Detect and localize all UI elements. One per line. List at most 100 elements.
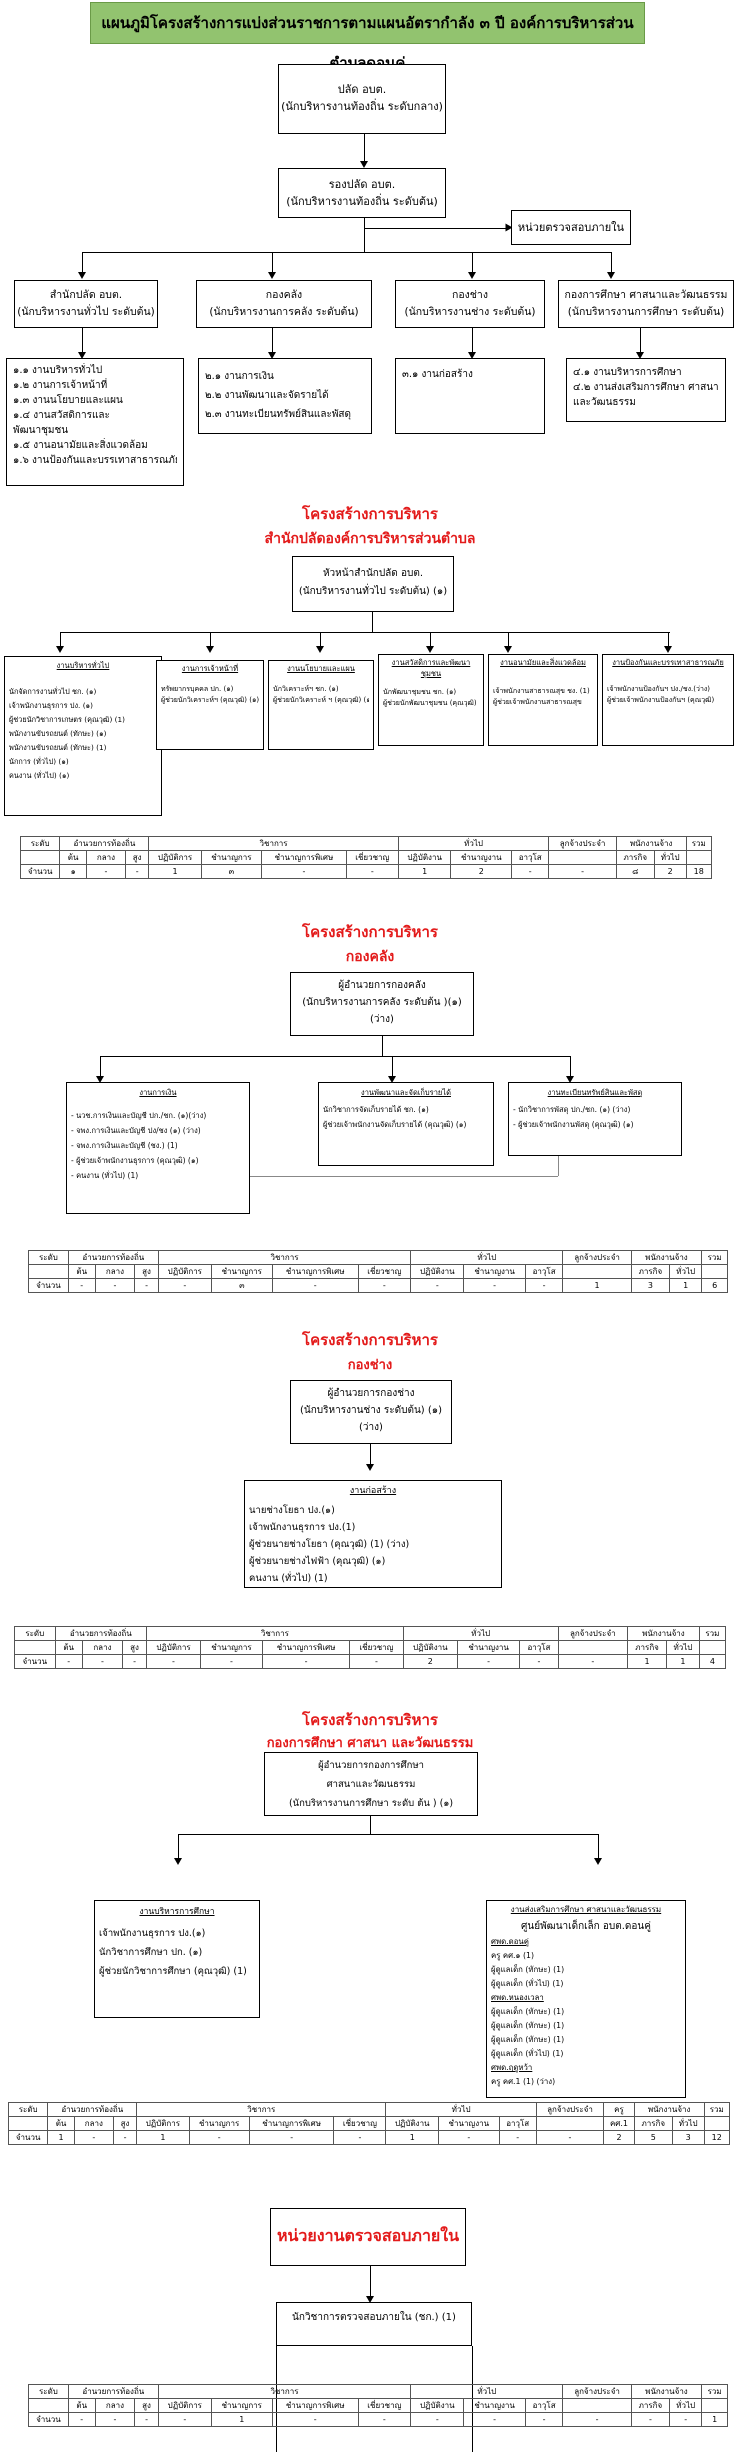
table-cell: ภารกิจ [615,850,655,865]
unit-heading: งานทะเบียนทรัพย์สินและพัสดุ [547,1088,643,1097]
table-cell: ชำนาญการพิเศษ [271,2398,359,2413]
table-cell: - [669,2412,703,2427]
unit-item: - ผู้ช่วยเจ้าพนักงานพัสดุ (คุณวุฒิ) (๑) [513,1120,634,1129]
table-header-cell: รวม [701,2384,728,2399]
table-cell: ชำนาญการพิเศษ [248,2116,335,2131]
sec3-head-line1: ผู้อำนวยการกองช่าง [327,1388,415,1399]
table-cell: จำนวน [14,1654,56,1669]
table-cell: เชี่ยวชาญ [357,2398,412,2413]
table-header-cell: ระดับ [7,2102,49,2117]
table-cell: อาวุโส [511,850,550,865]
unit-item: คนงาน (ทั่วไป) (๑) [9,771,70,780]
table-header-cell: วิชาการ [148,836,399,851]
unit-heading: งานป้องกันและบรรเทาสาธารณภัย [612,658,724,667]
list-item: ๑.๖ งานป้องกันและบรรเทาสาธารณภัย [13,455,177,466]
unit-item: ศพด.ดอนคู่ [491,1937,529,1946]
table-cell: ชำนาญงาน [450,850,513,865]
table-cell: สูง [122,1640,148,1655]
table-header-cell: พนักงานจ้าง [633,2102,705,2117]
table-cell: - [94,1278,136,1293]
table-header-row: ระดับอำนวยการท้องถิ่นวิชาการทั่วไปลูกจ้า… [19,836,713,851]
table-cell: - [157,1278,212,1293]
deputy-line1: รองปลัด อบต. [328,178,396,191]
table-cell: ๓ [210,1278,273,1293]
table-cell: - [261,864,347,879]
box-deputy: รองปลัด อบต. (นักบริหารงานท้องถิ่น ระดับ… [278,168,446,218]
box-dept-education: กองการศึกษา ศาสนาและวัฒนธรรม (นักบริหารง… [558,280,734,328]
table-cell: กลาง [85,850,127,865]
sec3-head-box: ผู้อำนวยการกองช่าง (นักบริหารงานช่าง ระด… [290,1380,452,1444]
unit-item: เจ้าพนักงานธุรการ ปง.(1) [249,1522,356,1533]
box-dept-finance: กองคลัง (นักบริหารงานการคลัง ระดับต้น) [196,280,372,328]
table-cell: ต้น [67,2398,96,2413]
unit-item: ผู้ช่วยนักวิชาการศึกษา (คุณวุฒิ) (1) [99,1966,247,1977]
table-cell: จำนวน [28,2412,69,2427]
table-header-cell: ครู [603,2102,635,2117]
table-header-row: ระดับอำนวยการท้องถิ่นวิชาการทั่วไปลูกจ้า… [14,1626,727,1641]
unit-item: นักวิชาการศึกษา ปก. (๑) [99,1947,203,1958]
table-header-cell: อำนวยการท้องถิ่น [47,2102,138,2117]
table-cell: ชำนาญการ [210,2398,273,2413]
chief-line1: ปลัด อบต. [337,83,387,96]
sec3-title: โครงสร้างการบริหาร [302,1331,438,1349]
table-cell: 1 [626,1654,668,1669]
table-cell: - [557,1654,628,1669]
unit-item: ผู้ช่วยนายช่างโยธา (คุณวุฒิ) (1) (ว่าง) [249,1539,410,1550]
table-cell: - [134,2412,159,2427]
table-cell: - [271,2412,359,2427]
table-subheader-row: ต้นกลางสูงปฏิบัติการชำนาญการชำนาญการพิเศ… [7,2116,731,2131]
table-cell: ชำนาญงาน [463,2398,526,2413]
list-item: ๑.๒ งานการเจ้าหน้าที่ [13,380,108,391]
table-header-cell: ลูกจ้างประจำ [562,1250,632,1265]
table-cell: เชี่ยวชาญ [333,2116,387,2131]
table-cell: ภารกิจ [630,1264,671,1279]
sec2-unit-finance: งานการเงิน - นวช.การเงินและบัญชี ปก./ชก.… [66,1082,250,1214]
table-cell: ชำนาญการพิเศษ [271,1264,359,1279]
sec3-head-line3: (ว่าง) [359,1422,383,1433]
sec1-head-line2: (นักบริหารงานทั่วไป ระดับต้น) (๑) [298,586,448,597]
sec3-subtitle: กองช่าง [347,1358,393,1373]
table-cell: ชำนาญการพิเศษ [261,850,347,865]
list-finance-units: ๒.๑ งานการเงิน ๒.๒ งานพัฒนาและจัดรายได้ … [198,358,372,434]
unit-item: นักจัดการงานทั่วไป ชก. (๑) [9,687,97,696]
table-cell: - [146,1654,201,1669]
table-cell: 18 [685,864,713,879]
table-cell: ชำนาญการ [200,850,263,865]
sec1-unit-general: งานบริหารทั่วไป นักจัดการงานทั่วไป ชก. (… [4,656,162,816]
table-header-cell: อำนวยการท้องถิ่น [54,1626,148,1641]
table-cell: เชี่ยวชาญ [349,1640,404,1655]
unit-item: คนงาน (ทั่วไป) (1) [249,1573,328,1584]
table-cell: ทั่วไป [671,2116,705,2131]
table-cell: - [188,2130,250,2145]
sec2-staff-table: ระดับอำนวยการท้องถิ่นวิชาการทั่วไปลูกจ้า… [28,1250,728,1293]
table-cell: กลาง [73,2116,114,2131]
table-cell [562,2398,632,2413]
sec4-head-box: ผู้อำนวยการกองการศึกษา ศาสนาและวัฒนธรรม … [264,1752,478,1816]
sec2-head-line1: ผู้อำนวยการกองคลัง [338,980,426,991]
list-item: ๒.๓ งานทะเบียนทรัพย์สินและพัสดุ [205,409,352,420]
unit-item: ครู คศ.1 (1) (ว่าง) [491,2077,556,2086]
sec1-subtitle: สำนักปลัดองค์การบริหารส่วนตำบล [264,531,476,547]
table-cell: ทั่วไป [669,2398,703,2413]
sec3-staff-table: ระดับอำนวยการท้องถิ่นวิชาการทั่วไปลูกจ้า… [14,1626,727,1669]
sec1-unit-personnel: งานการเจ้าหน้าที่ ทรัพยากรบุคคล ปก. (๑) … [156,660,264,750]
box-dept-engineering: กองช่าง (นักบริหารงานช่าง ระดับต้น) [395,280,545,328]
sec4-unit-promotion: งานส่งเสริมการศึกษา ศาสนาและวัฒนธรรม ศูน… [486,1900,686,2098]
table-cell [703,2116,731,2131]
table-header-cell: วิชาการ [136,2102,387,2117]
table-cell: 2 [402,1654,458,1669]
table-cell: - [85,864,127,879]
table-cell: - [562,2412,632,2427]
table-cell [701,1264,728,1279]
list-item: และวัฒนธรรม [573,397,636,408]
table-cell: ๘ [615,864,655,879]
table-cell: ภารกิจ [633,2116,673,2131]
unit-item: ผู้ดูแลเด็ก (ทักษะ) (1) [491,2035,565,2044]
table-cell: 1 [397,864,452,879]
table-cell: ต้น [67,1264,96,1279]
table-cell: ทั่วไป [669,1264,703,1279]
table-cell: 4 [698,1654,727,1669]
unit-item: - นักวิชาการพัสดุ ปก./ชก. (๑) (ว่าง) [513,1105,631,1114]
table-cell [535,2116,605,2131]
